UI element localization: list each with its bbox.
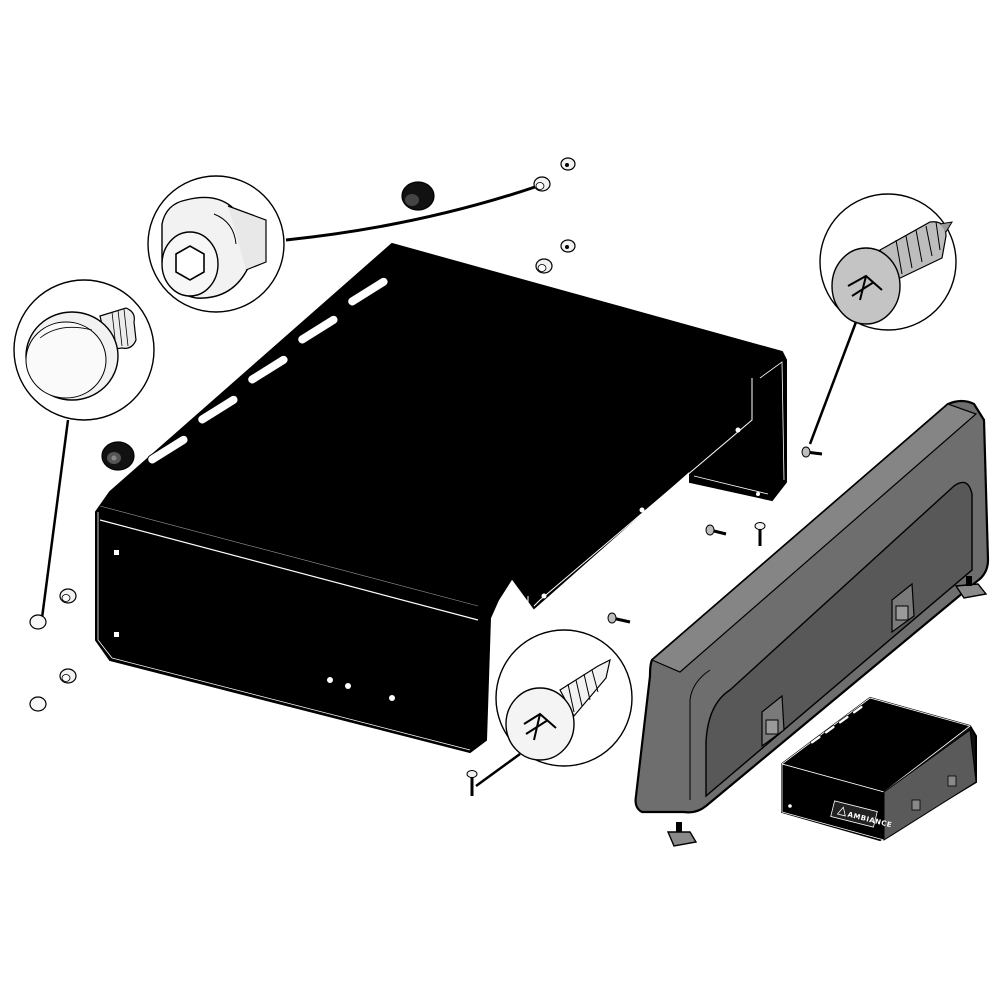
side-cover-clip [761, 694, 785, 748]
small-box-clip [911, 799, 921, 811]
hex-socket-screw-icon [161, 196, 267, 299]
rubber-bushing-icon [101, 441, 135, 471]
side-cover-face-edge [689, 669, 711, 800]
vent-slot [347, 276, 389, 307]
hardware [29, 157, 823, 796]
small-box-side [883, 729, 977, 841]
leader-line [40, 419, 70, 619]
washer-icon [560, 157, 576, 171]
rubber-bushing-icon [401, 181, 435, 211]
self-tapping-screw-icon [831, 221, 953, 325]
leader-line [808, 321, 858, 445]
mounting-hole [327, 677, 333, 683]
right-flange-edge [533, 378, 753, 607]
brand-logo-icon [836, 806, 846, 817]
vent-slot [197, 394, 239, 425]
rear-flange-edge [759, 361, 785, 481]
small-box-clip [947, 775, 957, 787]
hex-socket-screw-icon [59, 588, 77, 604]
self-tapping-screw-icon [607, 612, 631, 624]
hex-socket-screw-icon [59, 668, 77, 684]
mounting-hole [541, 593, 547, 599]
mounting-hole [639, 507, 645, 513]
hex-socket-screw-icon [533, 176, 551, 192]
mounting-hole [756, 492, 760, 496]
main-tray [95, 242, 787, 754]
mounting-hole [345, 683, 351, 689]
pan-head-bolt-icon [29, 696, 47, 712]
vent-slot [247, 354, 289, 385]
side-cover-foot [954, 576, 988, 599]
rear-foot-flange [693, 475, 769, 495]
self-tapping-screw-icon [705, 524, 727, 536]
washer-icon [560, 239, 576, 253]
vent-slots [147, 276, 389, 465]
side-cover-foot [666, 822, 698, 847]
pan-head-bolt-icon [25, 307, 137, 401]
self-tapping-screw-icon [801, 446, 823, 458]
pan-head-bolt-icon [29, 614, 47, 630]
small-box: AMBIANCE [781, 696, 977, 842]
self-drilling-screw-icon [466, 770, 478, 796]
leader-line [475, 752, 521, 788]
leader-line [285, 184, 539, 242]
front-bend-line [99, 519, 479, 621]
mounting-hole [788, 804, 792, 808]
front-bend-line-2 [99, 505, 479, 607]
side-cover-top-bevel [650, 403, 978, 673]
vent-slot [147, 434, 189, 465]
mounting-hole [114, 632, 119, 637]
side-cover [634, 399, 990, 847]
callout-hex-socket-screw [147, 175, 285, 313]
mounting-holes [114, 427, 760, 701]
mounting-hole [389, 695, 395, 701]
vent-slot [297, 314, 339, 345]
self-drilling-screw-icon [754, 522, 766, 546]
mounting-hole [114, 550, 119, 555]
front-bottom-edge [111, 657, 471, 751]
self-drilling-screw-icon [505, 658, 611, 761]
mounting-hole [735, 427, 741, 433]
small-box-badge [830, 800, 878, 828]
callout-pan-head-bolt [13, 279, 155, 421]
callout-self-tapping-screw [819, 193, 957, 331]
side-cover-clip [891, 582, 915, 634]
small-box-vents [810, 705, 864, 745]
leader-lines [40, 184, 858, 788]
left-edge-line [97, 512, 113, 659]
callout-self-drilling-screw [495, 629, 633, 767]
hex-socket-screw-icon [535, 258, 553, 274]
